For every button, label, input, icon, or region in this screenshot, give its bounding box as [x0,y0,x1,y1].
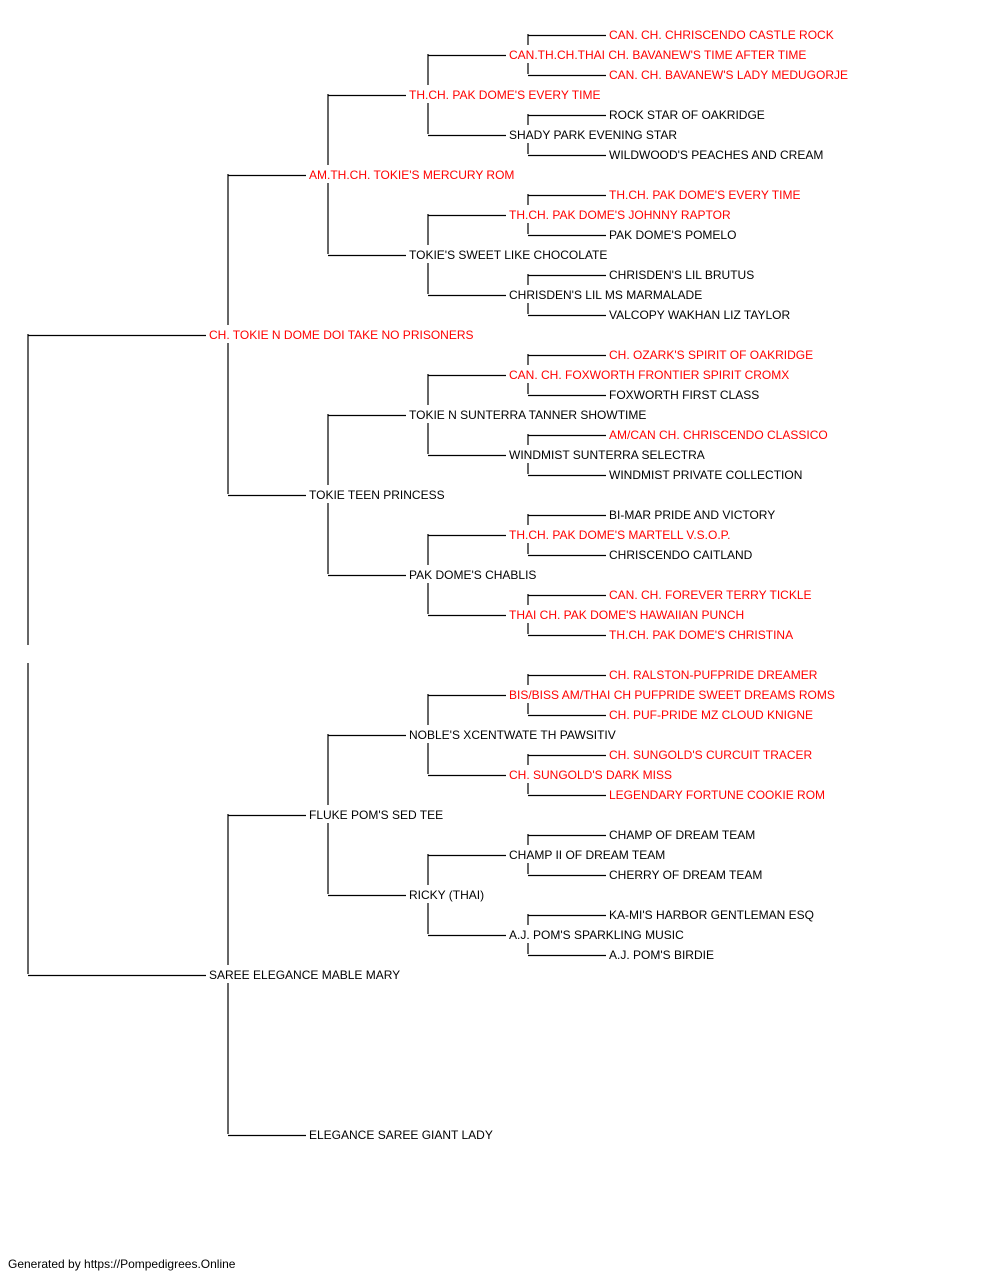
dog-name-gen4: TH.CH. PAK DOME'S JOHNNY RAPTOR [508,208,732,222]
dog-name-gen4: CHAMP II OF DREAM TEAM [508,848,667,862]
dog-name-gen3: TH.CH. PAK DOME'S EVERY TIME [408,88,602,102]
dog-name-gen4: THAI CH. PAK DOME'S HAWAIIAN PUNCH [508,608,746,622]
dog-name-gen3: NOBLE'S XCENTWATE TH PAWSITIV [408,728,617,742]
dog-name-gen5: AM/CAN CH. CHRISCENDO CLASSICO [608,428,829,442]
dog-name-gen5: CHAMP OF DREAM TEAM [608,828,757,842]
dog-name-gen4: SHADY PARK EVENING STAR [508,128,679,142]
dog-name-gen5: PAK DOME'S POMELO [608,228,738,242]
dog-name-gen2: TOKIE TEEN PRINCESS [308,488,446,502]
dog-name-gen4: CAN. CH. FOXWORTH FRONTIER SPIRIT CROMX [508,368,791,382]
dog-name-gen5: FOXWORTH FIRST CLASS [608,388,761,402]
dog-name-gen5: VALCOPY WAKHAN LIZ TAYLOR [608,308,792,322]
dog-name-gen3: TOKIE N SUNTERRA TANNER SHOWTIME [408,408,648,422]
dog-name-gen5: CHRISCENDO CAITLAND [608,548,754,562]
dog-name-gen5: LEGENDARY FORTUNE COOKIE ROM [608,788,827,802]
dog-name-gen4: CH. SUNGOLD'S DARK MISS [508,768,673,782]
dog-name-gen5: TH.CH. PAK DOME'S EVERY TIME [608,188,802,202]
dog-name-gen2: AM.TH.CH. TOKIE'S MERCURY ROM [308,168,516,182]
dog-name-gen4: A.J. POM'S SPARKLING MUSIC [508,928,685,942]
dog-name-gen5: CAN. CH. FOREVER TERRY TICKLE [608,588,813,602]
dog-name-gen1: SAREE ELEGANCE MABLE MARY [208,968,402,982]
dog-name-gen4: CAN.TH.CH.THAI CH. BAVANEW'S TIME AFTER … [508,48,808,62]
dog-name-gen2: ELEGANCE SAREE GIANT LADY [308,1128,494,1142]
dog-name-gen5: TH.CH. PAK DOME'S CHRISTINA [608,628,795,642]
footer-credit: Generated by https://Pompedigrees.Online [8,1257,236,1271]
dog-name-gen5: CH. PUF-PRIDE MZ CLOUD KNIGNE [608,708,815,722]
dog-name-gen5: ROCK STAR OF OAKRIDGE [608,108,766,122]
dog-name-gen3: PAK DOME'S CHABLIS [408,568,538,582]
dog-name-gen5: CH. RALSTON-PUFPRIDE DREAMER [608,668,819,682]
dog-name-gen5: CH. OZARK'S SPIRIT OF OAKRIDGE [608,348,815,362]
dog-name-gen4: BIS/BISS AM/THAI CH PUFPRIDE SWEET DREAM… [508,688,836,702]
dog-name-gen5: BI-MAR PRIDE AND VICTORY [608,508,777,522]
dog-name-gen4: WINDMIST SUNTERRA SELECTRA [508,448,706,462]
dog-name-gen4: TH.CH. PAK DOME'S MARTELL V.S.O.P. [508,528,732,542]
dog-name-gen5: CHERRY OF DREAM TEAM [608,868,764,882]
dog-name-gen5: CAN. CH. CHRISCENDO CASTLE ROCK [608,28,835,42]
dog-name-gen5: WINDMIST PRIVATE COLLECTION [608,468,804,482]
dog-name-gen5: CAN. CH. BAVANEW'S LADY MEDUGORJE [608,68,849,82]
dog-name-gen1: CH. TOKIE N DOME DOI TAKE NO PRISONERS [208,328,475,342]
dog-name-gen3: TOKIE'S SWEET LIKE CHOCOLATE [408,248,609,262]
dog-name-gen4: CHRISDEN'S LIL MS MARMALADE [508,288,704,302]
dog-name-gen3: RICKY (THAI) [408,888,486,902]
dog-name-gen5: KA-MI'S HARBOR GENTLEMAN ESQ [608,908,815,922]
dog-name-gen2: FLUKE POM'S SED TEE [308,808,445,822]
dog-name-gen5: CHRISDEN'S LIL BRUTUS [608,268,756,282]
dog-name-gen5: A.J. POM'S BIRDIE [608,948,715,962]
dog-name-gen5: WILDWOOD'S PEACHES AND CREAM [608,148,825,162]
dog-name-gen5: CH. SUNGOLD'S CURCUIT TRACER [608,748,814,762]
